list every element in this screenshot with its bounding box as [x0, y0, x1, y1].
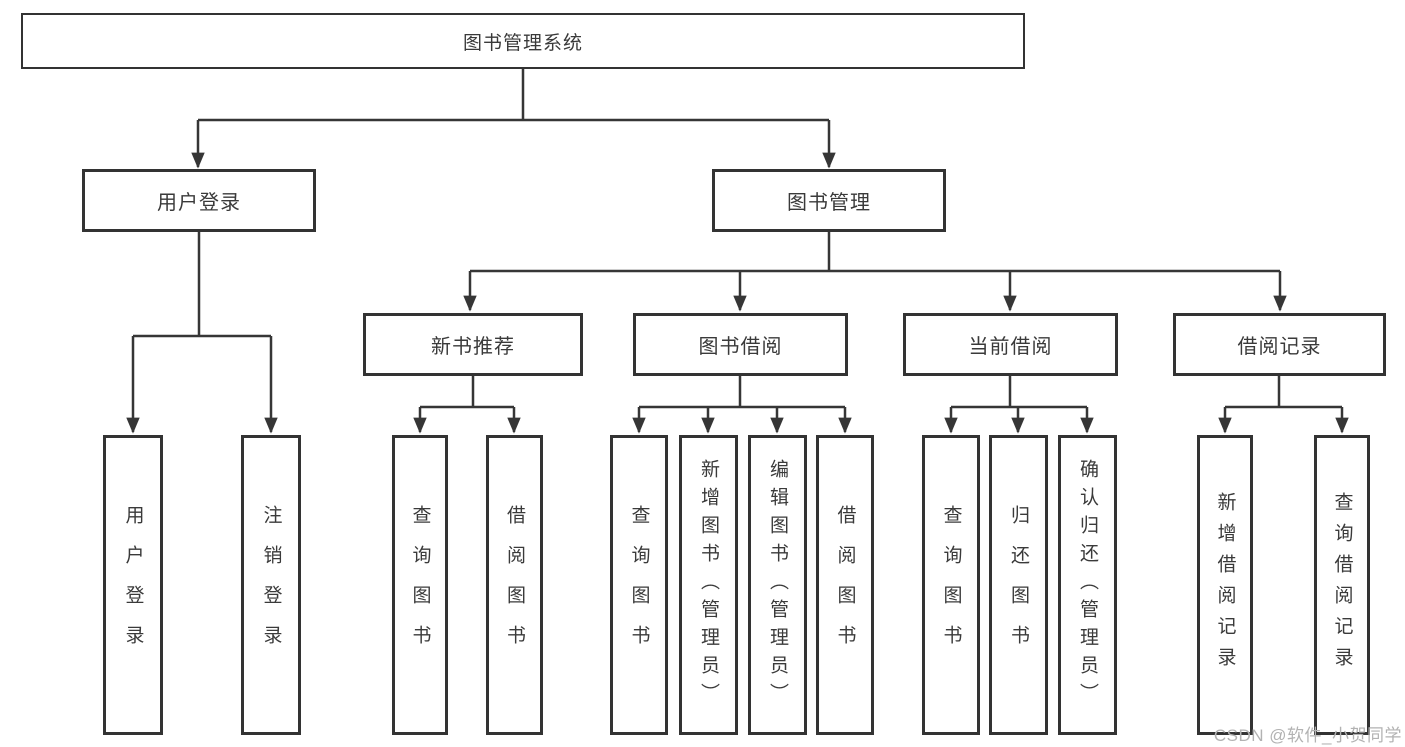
leaf-confirm-return-admin: 确认归还（管理员） [1058, 435, 1117, 735]
connector-book-management [470, 232, 1280, 273]
node-book-borrow: 图书借阅 [633, 313, 848, 376]
connector-new-book-recommend [420, 376, 514, 409]
csdn-watermark: CSDN @软件_小贺同学 [1213, 726, 1402, 745]
node-root: 图书管理系统 [21, 13, 1025, 69]
connector-book-borrow [639, 376, 845, 409]
leaf-query-borrow-record: 查询借阅记录 [1314, 435, 1370, 735]
leaf-query-book-recommend: 查询图书 [392, 435, 448, 735]
leaf-add-borrow-record: 新增借阅记录 [1197, 435, 1253, 735]
leaf-user-login: 用户登录 [103, 435, 163, 735]
node-borrow-records: 借阅记录 [1173, 313, 1386, 376]
leaf-query-book-current: 查询图书 [922, 435, 980, 735]
connector-current-borrow [951, 376, 1087, 409]
leaf-logout-login: 注销登录 [241, 435, 301, 735]
node-current-borrow: 当前借阅 [903, 313, 1118, 376]
connector-user-login [133, 232, 271, 338]
leaf-add-book-admin: 新增图书（管理员） [679, 435, 738, 735]
leaf-borrow-book: 借阅图书 [816, 435, 874, 735]
connector-root [198, 69, 829, 122]
leaf-query-book-borrow: 查询图书 [610, 435, 668, 735]
leaf-return-book: 归还图书 [989, 435, 1048, 735]
leaf-edit-book-admin: 编辑图书（管理员） [748, 435, 807, 735]
leaf-borrow-book-recommend: 借阅图书 [486, 435, 543, 735]
connector-borrow-records [1225, 376, 1342, 409]
node-new-book-recommend: 新书推荐 [363, 313, 583, 376]
node-user-login: 用户登录 [82, 169, 316, 232]
connector-group [126, 69, 1349, 434]
node-book-management: 图书管理 [712, 169, 946, 232]
